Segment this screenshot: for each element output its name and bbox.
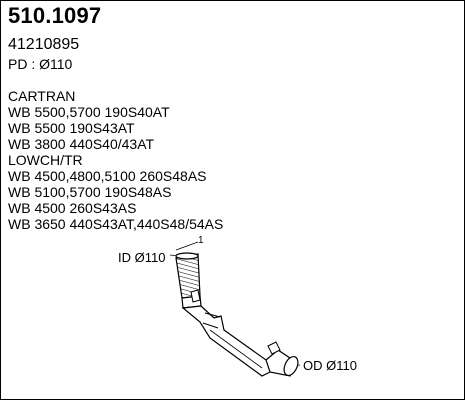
item-leader-line xyxy=(175,241,199,251)
application-line: CARTRAN xyxy=(8,88,76,104)
outlet-tab xyxy=(267,341,281,355)
application-line: WB 5500 190S43AT xyxy=(8,120,135,136)
application-line: WB 3800 440S40/43AT xyxy=(8,136,155,152)
application-line: WB 4500 260S43AS xyxy=(8,200,137,216)
outlet-diameter-label: OD Ø110 xyxy=(303,358,357,373)
application-list: CARTRAN WB 5500,5700 190S40AT WB 5500 19… xyxy=(8,88,223,232)
rigid-pipe xyxy=(181,305,278,377)
application-line: WB 5500,5700 190S40AT xyxy=(8,104,170,120)
inlet-diameter-label: ID Ø110 xyxy=(118,250,166,265)
part-number-title: 510.1097 xyxy=(8,3,102,28)
application-line: WB 4500,4800,5100 260S48AS xyxy=(8,168,207,184)
application-line: WB 3650 440S43AT,440S48/54AS xyxy=(8,216,224,232)
application-line: WB 5100,5700 190S48AS xyxy=(8,184,172,200)
inlet-opening xyxy=(175,252,199,260)
bracket xyxy=(190,289,201,303)
item-number-label: 1 xyxy=(198,235,204,246)
outlet-opening xyxy=(283,355,299,377)
reference-number: 41210895 xyxy=(8,36,80,53)
application-line: LOWCH/TR xyxy=(8,152,83,168)
pipe-diameter: PD : Ø110 xyxy=(8,56,73,72)
